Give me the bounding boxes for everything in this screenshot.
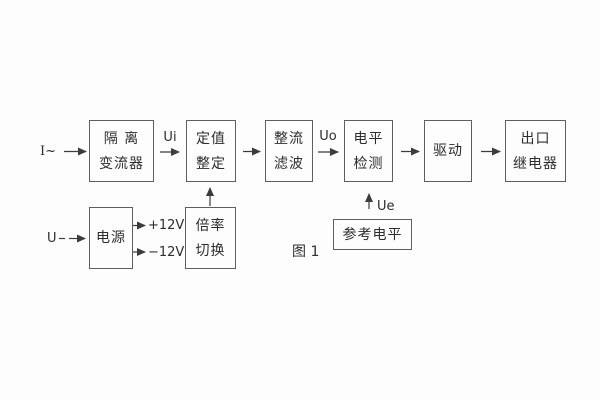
block-reference-level: 参考电平 <box>333 219 412 250</box>
block-level-detection: 电平 检测 <box>344 120 393 182</box>
block-setting: 定值 整定 <box>186 120 236 182</box>
label-minus12v: −12V <box>148 245 185 260</box>
label-plus12v: +12V <box>148 218 185 233</box>
block-drive: 驱动 <box>424 120 472 182</box>
block-label: 电平 <box>353 130 384 147</box>
block-label: 定值 <box>196 130 226 147</box>
figure-caption: 图 1 <box>292 244 320 260</box>
block-label: 隔 离 <box>103 130 140 147</box>
block-rectifier-filter: 整流 滤波 <box>265 120 313 182</box>
block-power-supply: 电源 <box>89 207 133 269</box>
label-input-current: I~ <box>40 144 57 159</box>
block-label: 检测 <box>353 155 384 172</box>
label-ue: Ue <box>377 199 395 214</box>
block-label: 滤波 <box>274 155 304 172</box>
label-ui: Ui <box>163 130 177 145</box>
block-label: 驱动 <box>433 143 463 159</box>
block-label: 电源 <box>96 230 126 246</box>
block-output-relay: 出口 继电器 <box>505 120 566 182</box>
label-input-voltage: U <box>47 231 57 246</box>
block-label: 变流器 <box>99 155 144 172</box>
block-label: 整流 <box>274 130 304 147</box>
block-label: 切换 <box>195 242 226 259</box>
label-uo: Uo <box>319 129 337 144</box>
block-label: 出口 <box>520 130 551 147</box>
block-isolation-transformer: 隔 离 变流器 <box>89 120 154 182</box>
block-label: 整定 <box>196 155 226 172</box>
block-label: 倍率 <box>195 217 226 234</box>
block-label: 参考电平 <box>342 226 403 243</box>
block-multiplier-switch: 倍率 切换 <box>185 207 236 269</box>
block-label: 继电器 <box>513 155 558 172</box>
